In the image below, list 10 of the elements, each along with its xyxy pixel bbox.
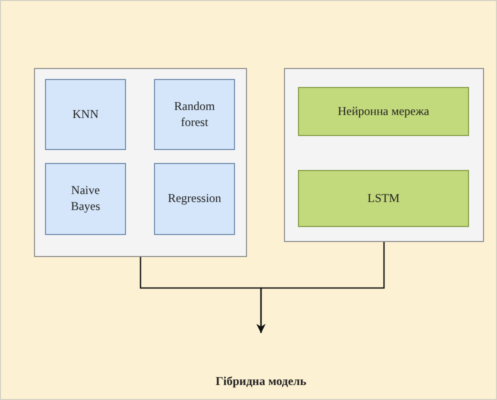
model-box: LSTM [298, 170, 469, 227]
group-panel [34, 68, 247, 257]
model-box: Naive Bayes [45, 163, 126, 235]
model-box: Random forest [154, 79, 235, 150]
connector-arrow [256, 242, 385, 333]
output-label: Гібридна модель [191, 333, 331, 389]
model-box: Нейронна мережа [298, 87, 469, 136]
model-box: Regression [154, 163, 235, 235]
group-panel [284, 68, 484, 242]
model-box: KNN [45, 79, 126, 150]
